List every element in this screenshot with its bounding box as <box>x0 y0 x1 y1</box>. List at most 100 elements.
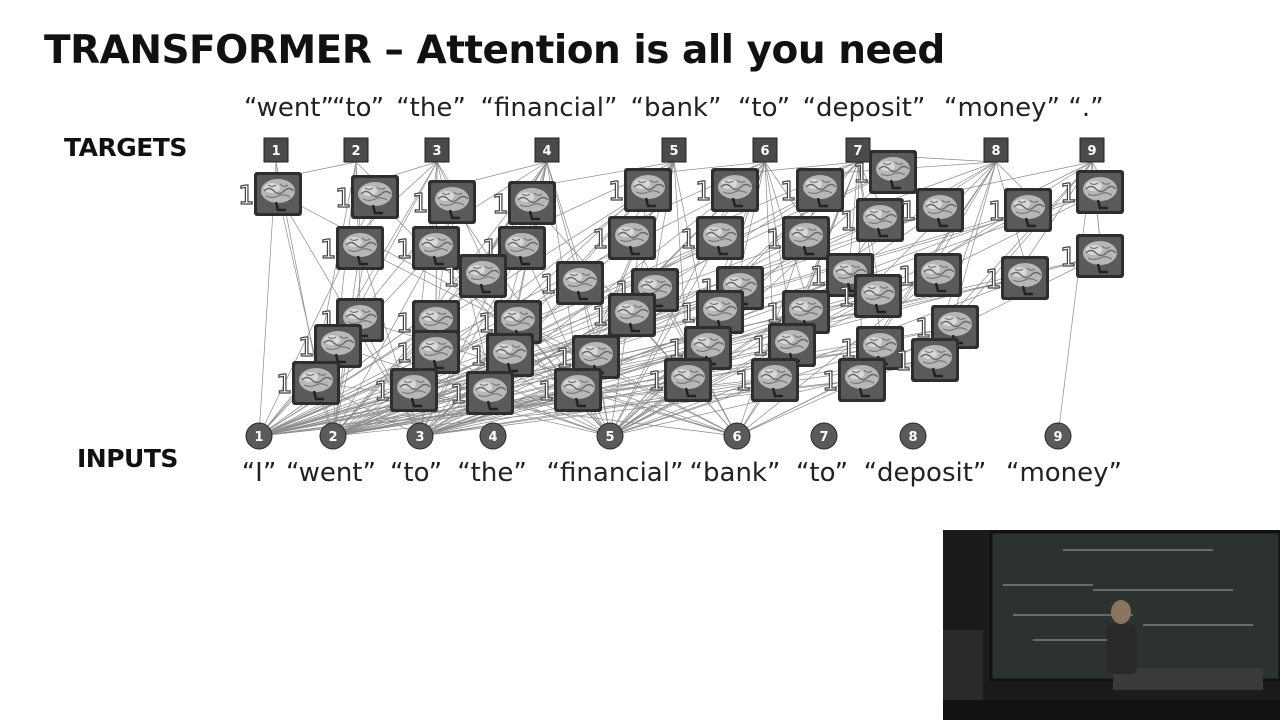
attention-edge <box>739 161 766 273</box>
weight-label: 1 <box>540 270 557 300</box>
brain-unit: 1 <box>734 358 799 402</box>
attention-edge <box>332 247 437 437</box>
input-word: “I” <box>241 458 277 488</box>
brain-icon <box>911 338 959 382</box>
brain-icon <box>751 358 799 402</box>
brain-unit: 1 <box>647 358 712 402</box>
target-node: 9 <box>1079 137 1105 163</box>
brain-unit: 1 <box>334 175 399 219</box>
target-node-label: 2 <box>351 144 360 159</box>
input-word: “went” <box>286 458 376 488</box>
target-node: 1 <box>263 137 289 163</box>
brain-icon <box>854 274 902 318</box>
weight-label: 1 <box>1060 243 1077 273</box>
inputs-label: INPUTS <box>77 444 178 473</box>
input-node-label: 6 <box>732 430 741 445</box>
brain-unit: 1 <box>1059 234 1124 278</box>
brain-unit: 1 <box>395 300 460 344</box>
attention-edge <box>764 161 807 223</box>
attention-edge <box>736 274 939 437</box>
target-node-label: 1 <box>271 144 280 159</box>
attention-edge <box>435 351 611 437</box>
weight-label: 1 <box>985 265 1002 295</box>
brain-unit: 1 <box>1059 170 1124 214</box>
brain-icon <box>554 368 602 412</box>
input-node-label: 3 <box>415 430 424 445</box>
brain-unit: 1 <box>837 274 902 318</box>
input-node-label: 8 <box>908 430 917 445</box>
attention-edge <box>315 382 738 437</box>
brain-unit: 1 <box>297 324 362 368</box>
brain-icon <box>351 175 399 219</box>
attention-edge <box>939 161 1093 195</box>
attention-edge <box>937 161 997 260</box>
brain-icon <box>486 333 534 377</box>
brain-unit: 1 <box>449 371 514 415</box>
brain-unit: 1 <box>477 300 542 344</box>
attention-edge <box>258 321 519 437</box>
brain-unit: 1 <box>779 168 844 212</box>
attention-edge <box>546 161 581 268</box>
weight-label: 1 <box>895 347 912 377</box>
brain-unit: 1 <box>395 330 460 374</box>
lecturer-video-frame <box>943 530 1280 720</box>
target-node-label: 3 <box>432 144 441 159</box>
brain-unit: 1 <box>894 338 959 382</box>
brain-unit: 1 <box>984 256 1049 300</box>
target-word: “deposit” <box>802 93 926 123</box>
attention-edge <box>609 295 879 437</box>
brain-unit: 1 <box>555 335 620 379</box>
target-node-label: 5 <box>669 144 678 159</box>
brain-icon <box>711 168 759 212</box>
attention-edge <box>258 389 415 437</box>
weight-label: 1 <box>915 314 932 344</box>
brain-unit: 1 <box>694 168 759 212</box>
weight-label: 1 <box>608 177 625 207</box>
brain-icon <box>336 226 384 270</box>
weight-label: 1 <box>735 367 752 397</box>
brain-unit: 1 <box>852 150 917 194</box>
input-node: 1 <box>245 422 273 450</box>
attention-edge <box>954 161 1093 312</box>
input-word: “to” <box>795 458 849 488</box>
brain-icon <box>856 198 904 242</box>
brain-icon <box>664 358 712 402</box>
brain-icon <box>838 358 886 402</box>
weight-label: 1 <box>853 159 870 189</box>
brain-unit: 1 <box>765 216 830 260</box>
brain-icon <box>1001 256 1049 300</box>
brain-icon <box>916 188 964 232</box>
brain-unit: 1 <box>987 188 1052 232</box>
input-node: 5 <box>596 422 624 450</box>
weight-label: 1 <box>592 225 609 255</box>
brain-icon <box>608 216 656 260</box>
attention-edge <box>849 161 859 260</box>
brain-icon <box>412 330 460 374</box>
attention-edge <box>258 321 437 437</box>
brain-icon <box>1076 170 1124 214</box>
input-node: 4 <box>479 422 507 450</box>
brain-icon <box>796 168 844 212</box>
brain-icon <box>292 361 340 405</box>
attention-edge <box>359 247 738 437</box>
brain-icon <box>624 168 672 212</box>
attention-edge <box>258 351 437 437</box>
weight-label: 1 <box>840 207 857 237</box>
target-word: “went” <box>244 93 334 123</box>
attention-edge <box>609 379 776 437</box>
input-node-label: 4 <box>488 430 497 445</box>
target-node-label: 9 <box>1087 144 1096 159</box>
input-node: 6 <box>723 422 751 450</box>
weight-label: 1 <box>695 177 712 207</box>
weight-label: 1 <box>320 235 337 265</box>
brain-icon <box>869 150 917 194</box>
brain-unit: 1 <box>591 216 656 260</box>
input-node-label: 1 <box>254 430 263 445</box>
weight-label: 1 <box>276 370 293 400</box>
brain-unit: 1 <box>839 326 904 370</box>
input-node-label: 5 <box>605 430 614 445</box>
target-word: “the” <box>396 93 466 123</box>
brain-unit: 1 <box>539 261 604 305</box>
